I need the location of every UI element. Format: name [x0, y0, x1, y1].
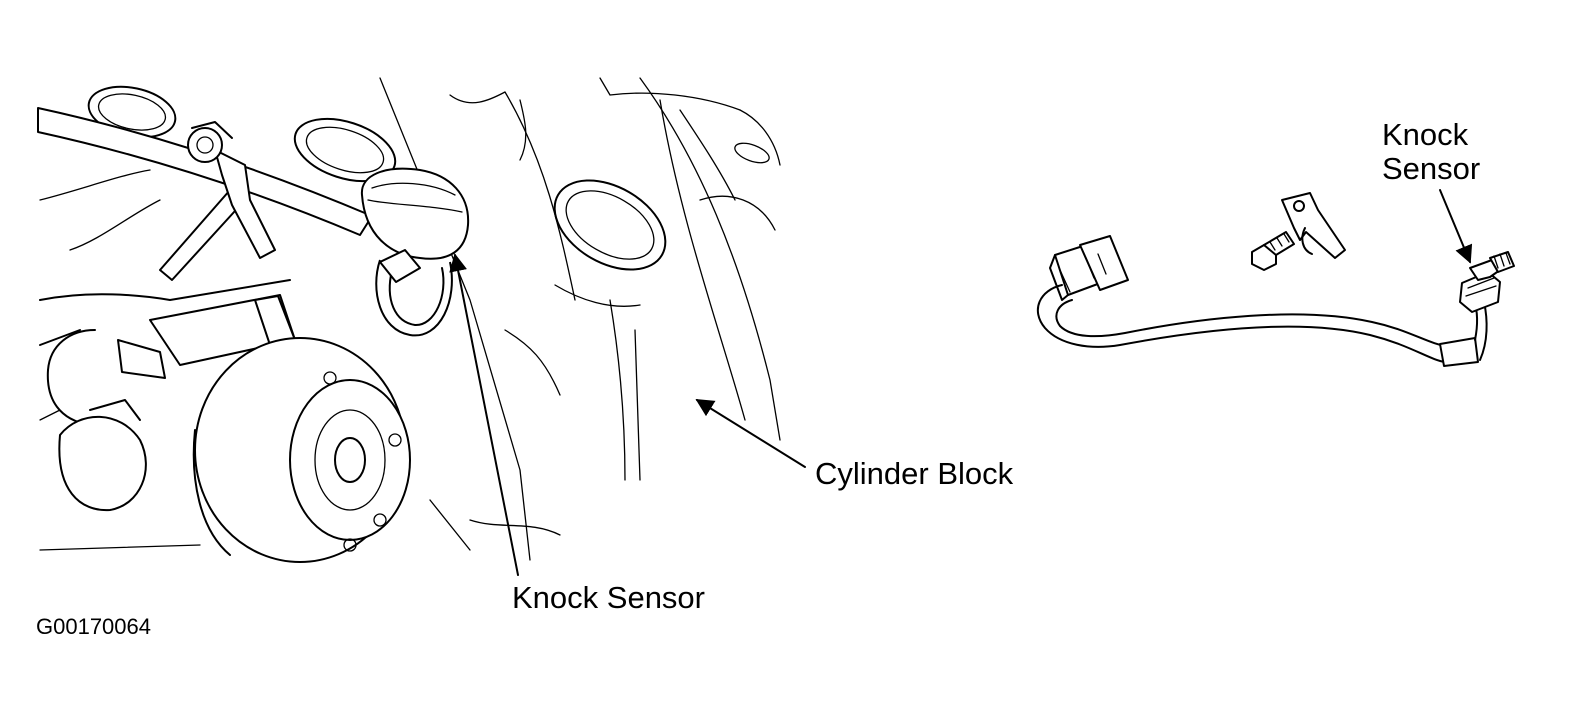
cylinder-block-label: Cylinder Block: [815, 456, 1014, 491]
sensor-connector: [1049, 235, 1129, 301]
knock-sensor-part-leader: [1439, 189, 1473, 264]
wire-harness: [37, 107, 373, 251]
knock-sensor-assembly: [1036, 189, 1515, 367]
mounting-bolt: [1251, 231, 1295, 271]
cylinder-block-leader: [695, 399, 806, 468]
cylinder-block-casting: [379, 77, 781, 561]
engine-illustration: [37, 77, 806, 576]
harness-clamp: [159, 121, 276, 281]
cylinder-bores: [87, 85, 667, 271]
knock-sensor-engine-label: Knock Sensor: [512, 580, 705, 615]
alternator: [39, 279, 411, 563]
knock-sensor-part: [1459, 251, 1515, 313]
mounting-bracket: [1281, 192, 1346, 259]
knock-sensor-leader: [449, 253, 519, 576]
knock-sensor-mounted: [360, 167, 470, 337]
figure-id: G00170064: [36, 614, 151, 639]
knock-sensor-part-label: Knock Sensor: [1382, 117, 1481, 186]
